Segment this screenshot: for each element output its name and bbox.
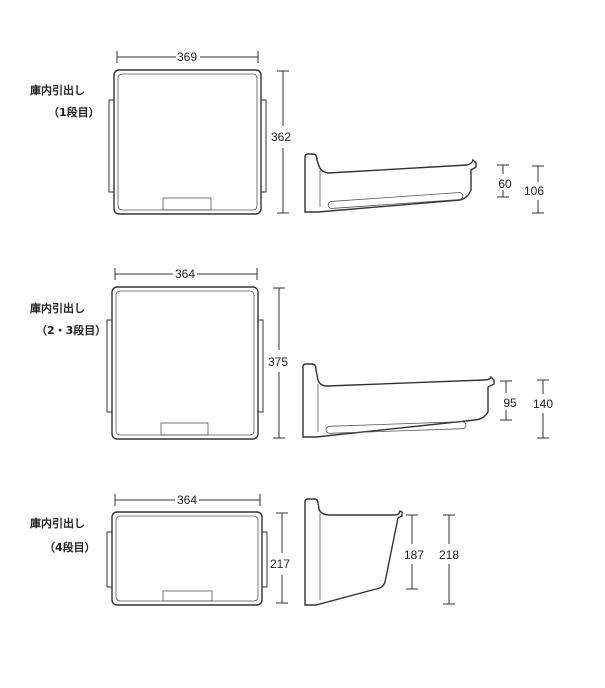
drawer-3-side-view: [304, 498, 403, 606]
drawer-1-depth-label: 362: [271, 130, 291, 144]
drawer-2-top-view: [106, 286, 264, 440]
drawer-3-depth-label: 217: [270, 557, 290, 571]
drawer-1: 庫内引出し （1段目） 369 362: [30, 50, 544, 215]
drawer-3-outer-height-label: 218: [439, 548, 459, 562]
drawer-2-side-view: [302, 363, 495, 438]
drawer-2-subtitle: （2・3段目）: [36, 323, 106, 337]
drawer-1-outer-height-label: 106: [524, 184, 544, 198]
drawer-1-inner-height-label: 60: [498, 177, 512, 191]
drawer-1-side-view: [304, 153, 477, 213]
drawer-2-outer-height-label: 140: [533, 397, 553, 411]
drawer-3-height-dimensions: 187 218: [404, 514, 459, 605]
drawer-3-inner-height-label: 187: [404, 548, 424, 562]
drawer-1-height-dimensions: 60 106: [497, 164, 544, 214]
drawer-1-depth-dimension: 362: [271, 70, 291, 214]
drawer-2-depth-label: 375: [268, 355, 288, 369]
drawer-1-top-view: [108, 69, 267, 215]
drawer-2-inner-height-label: 95: [503, 396, 517, 410]
drawer-2-height-dimensions: 95 140: [500, 379, 553, 439]
drawer-1-title: 庫内引出し: [30, 83, 85, 97]
drawer-1-width-dimension: 369: [116, 50, 259, 64]
drawer-3-top-view: [106, 511, 268, 606]
drawer-3: 庫内引出し （4段目） 364 217: [30, 493, 459, 606]
drawer-3-depth-dimension: 217: [270, 512, 290, 604]
drawer-2: 庫内引出し （2・3段目） 364 375: [30, 267, 553, 440]
drawer-3-width-dimension: 364: [114, 493, 261, 507]
drawer-2-width-dimension: 364: [114, 267, 258, 281]
drawer-1-subtitle: （1段目）: [48, 105, 100, 119]
drawer-2-depth-dimension: 375: [268, 287, 288, 439]
drawer-2-title: 庫内引出し: [30, 301, 85, 315]
drawer-3-subtitle: （4段目）: [44, 540, 96, 554]
drawer-2-width-label: 364: [175, 267, 195, 281]
drawer-1-width-label: 369: [177, 50, 197, 64]
drawer-3-width-label: 364: [177, 493, 197, 507]
drawer-3-title: 庫内引出し: [30, 516, 85, 530]
